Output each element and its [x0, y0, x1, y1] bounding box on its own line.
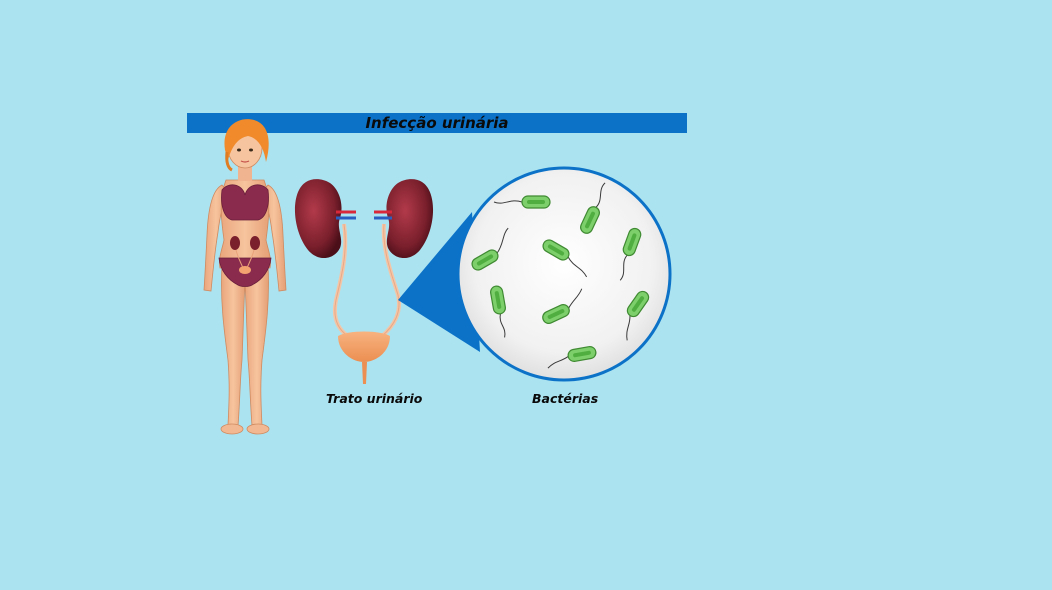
bacterium: [619, 227, 642, 281]
right-kidney: [386, 179, 434, 259]
magnifier: [398, 166, 672, 382]
diagram-title: Infecção urinária: [365, 114, 509, 132]
bacterium: [493, 195, 551, 209]
bacterium: [542, 239, 588, 278]
left-kidney: [294, 179, 342, 259]
bacteria-label: Bactérias: [532, 391, 599, 406]
bacterium: [547, 346, 597, 369]
title-bar: Infecção urinária: [187, 113, 687, 133]
urinary-tract: [294, 179, 434, 384]
woman-figure: [203, 119, 287, 435]
bacteria-group: [471, 182, 650, 369]
bacterium: [626, 290, 650, 341]
bladder: [338, 331, 390, 362]
bacterium: [580, 182, 606, 234]
bacterium: [542, 288, 583, 324]
urinary-tract-label: Trato urinário: [326, 391, 423, 406]
bacterium: [490, 285, 506, 338]
bacterium: [471, 227, 509, 271]
